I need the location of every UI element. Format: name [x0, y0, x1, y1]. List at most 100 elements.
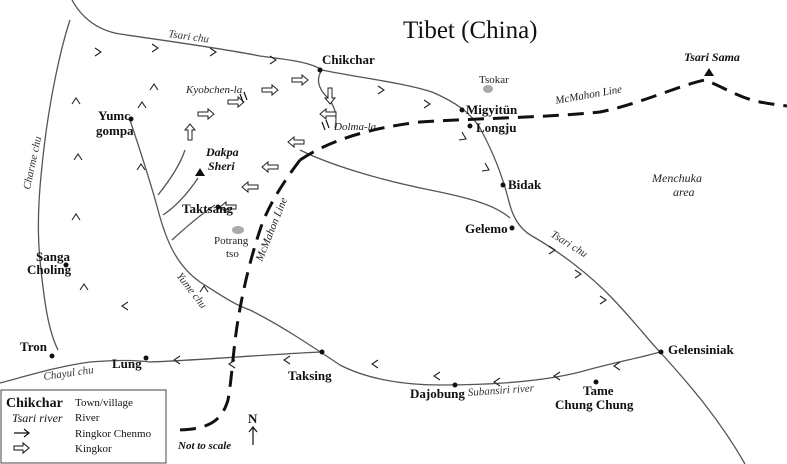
label-sanga-line1: Sanga — [36, 249, 70, 264]
label-dolma-la: Dolma-la — [333, 121, 377, 133]
route-arrow — [73, 153, 83, 161]
kingkor-arrow — [227, 95, 245, 109]
route-arrow — [493, 377, 501, 387]
label-kyobchen-la: Kyobchen-la — [185, 84, 243, 96]
ringkor-chenmo-route — [71, 43, 621, 387]
pass-symbols — [239, 91, 330, 131]
kingkor-arrow — [219, 200, 237, 214]
lakes — [232, 85, 493, 234]
route-arrow — [269, 55, 277, 65]
rivers — [0, 0, 746, 464]
legend: Chikchar Town/village Tsari river River … — [0, 389, 167, 464]
label-region-line2: area — [673, 185, 695, 199]
legend-kingkor-text: Kingkor — [75, 443, 112, 455]
place-dot — [509, 225, 515, 231]
route-arrow — [574, 269, 582, 279]
route-arrow — [136, 163, 146, 171]
place-dot — [63, 262, 69, 268]
kingkor-arrow — [323, 87, 337, 105]
legend-river-key: Tsari river — [12, 411, 63, 425]
legend-river-text: River — [75, 412, 100, 424]
route-arrow — [209, 47, 217, 57]
label-yumc-line1: Yumc — [98, 108, 130, 123]
kingkor-arrow — [197, 107, 215, 121]
mcmahon-line — [174, 78, 787, 432]
route-arrow — [137, 101, 147, 109]
label-taksing: Taksing — [288, 368, 332, 383]
label-gelensiniak: Gelensiniak — [668, 342, 735, 357]
place-dot — [452, 382, 458, 388]
route-arrow — [151, 43, 159, 53]
route-arrow — [121, 301, 129, 311]
label-taktsang: Taktsang — [182, 201, 233, 216]
north-arrow: N — [248, 411, 258, 445]
route-arrow — [79, 283, 89, 291]
label-tron: Tron — [20, 339, 48, 354]
route-arrow — [481, 162, 490, 172]
route-arrow — [94, 47, 102, 57]
peak-icon — [195, 168, 205, 176]
lake-icon — [483, 85, 493, 93]
legend-town-text: Town/village — [75, 397, 133, 409]
pass-icon — [321, 119, 330, 131]
peaks — [195, 68, 714, 176]
place-dot — [658, 349, 664, 355]
route-arrow — [377, 85, 385, 95]
kingkor-arrow — [183, 123, 197, 141]
legend-hollow-arrow-icon — [13, 441, 30, 455]
kingkor-arrow — [241, 180, 259, 194]
river-lung-link — [149, 351, 321, 363]
mcmahon-line-east — [299, 78, 787, 162]
river-taktsang-branch-1 — [157, 149, 186, 196]
place-dot — [143, 355, 149, 361]
label-tame-line1: Tame — [583, 383, 614, 398]
label-tsari-chu-north: Tsari chu — [168, 28, 211, 46]
place-dot — [319, 349, 325, 355]
river-taktsang-branch-2 — [162, 177, 199, 216]
label-yume-chu: Yume chu — [174, 270, 210, 311]
legend-town-key: Chikchar — [6, 396, 63, 411]
route-arrow — [71, 97, 81, 105]
pass-icon — [239, 91, 248, 103]
label-tsari-chu-east: Tsari chu — [548, 228, 589, 260]
river-chayul-chu — [0, 359, 151, 384]
route-arrow — [433, 371, 441, 381]
label-dajobung: Dajobung — [410, 386, 465, 401]
label-dakpa-line2: Sheri — [208, 159, 235, 173]
label-dakpa-line1: Dakpa — [205, 145, 239, 159]
river-tsari-chu — [71, 0, 746, 464]
place-dot — [500, 182, 506, 188]
route-arrow — [371, 359, 379, 369]
place-dot — [317, 67, 323, 73]
legend-chenmo-text: Ringkor Chenmo — [75, 428, 152, 440]
river-subansiri — [249, 309, 661, 386]
place-dot — [467, 123, 473, 129]
place-dot — [215, 204, 221, 210]
map-title: Tibet (China) — [403, 17, 538, 44]
mcmahon-line-south — [174, 159, 302, 432]
route-arrow — [553, 371, 561, 381]
legend-arrow-icon — [14, 428, 30, 438]
route-arrow — [423, 99, 431, 109]
kingkor-route — [183, 73, 337, 214]
route-arrow — [548, 245, 556, 255]
route-arrow — [228, 359, 236, 369]
label-sanga-line2: Choling — [27, 262, 72, 277]
label-bidak: Bidak — [508, 177, 542, 192]
label-region-line1: Menchuka — [651, 171, 702, 185]
scale-note: Not to scale — [177, 440, 231, 452]
label-tsari-sama: Tsari Sama — [684, 50, 740, 64]
kingkor-arrow — [291, 73, 309, 87]
label-chayul-chu: Chayul chu — [43, 364, 95, 383]
label-gelemo: Gelemo — [465, 221, 508, 236]
label-tsokar: Tsokar — [479, 74, 509, 86]
label-subansiri-river: Subansiri river — [467, 382, 535, 399]
label-potrang-line2: tso — [226, 248, 239, 260]
route-arrow — [283, 355, 291, 365]
label-yumc-line2: gompa — [96, 123, 134, 138]
kingkor-arrow — [319, 107, 337, 121]
river-yume-chu — [129, 119, 251, 311]
lake-icon — [232, 226, 244, 234]
place-dot — [128, 116, 134, 122]
